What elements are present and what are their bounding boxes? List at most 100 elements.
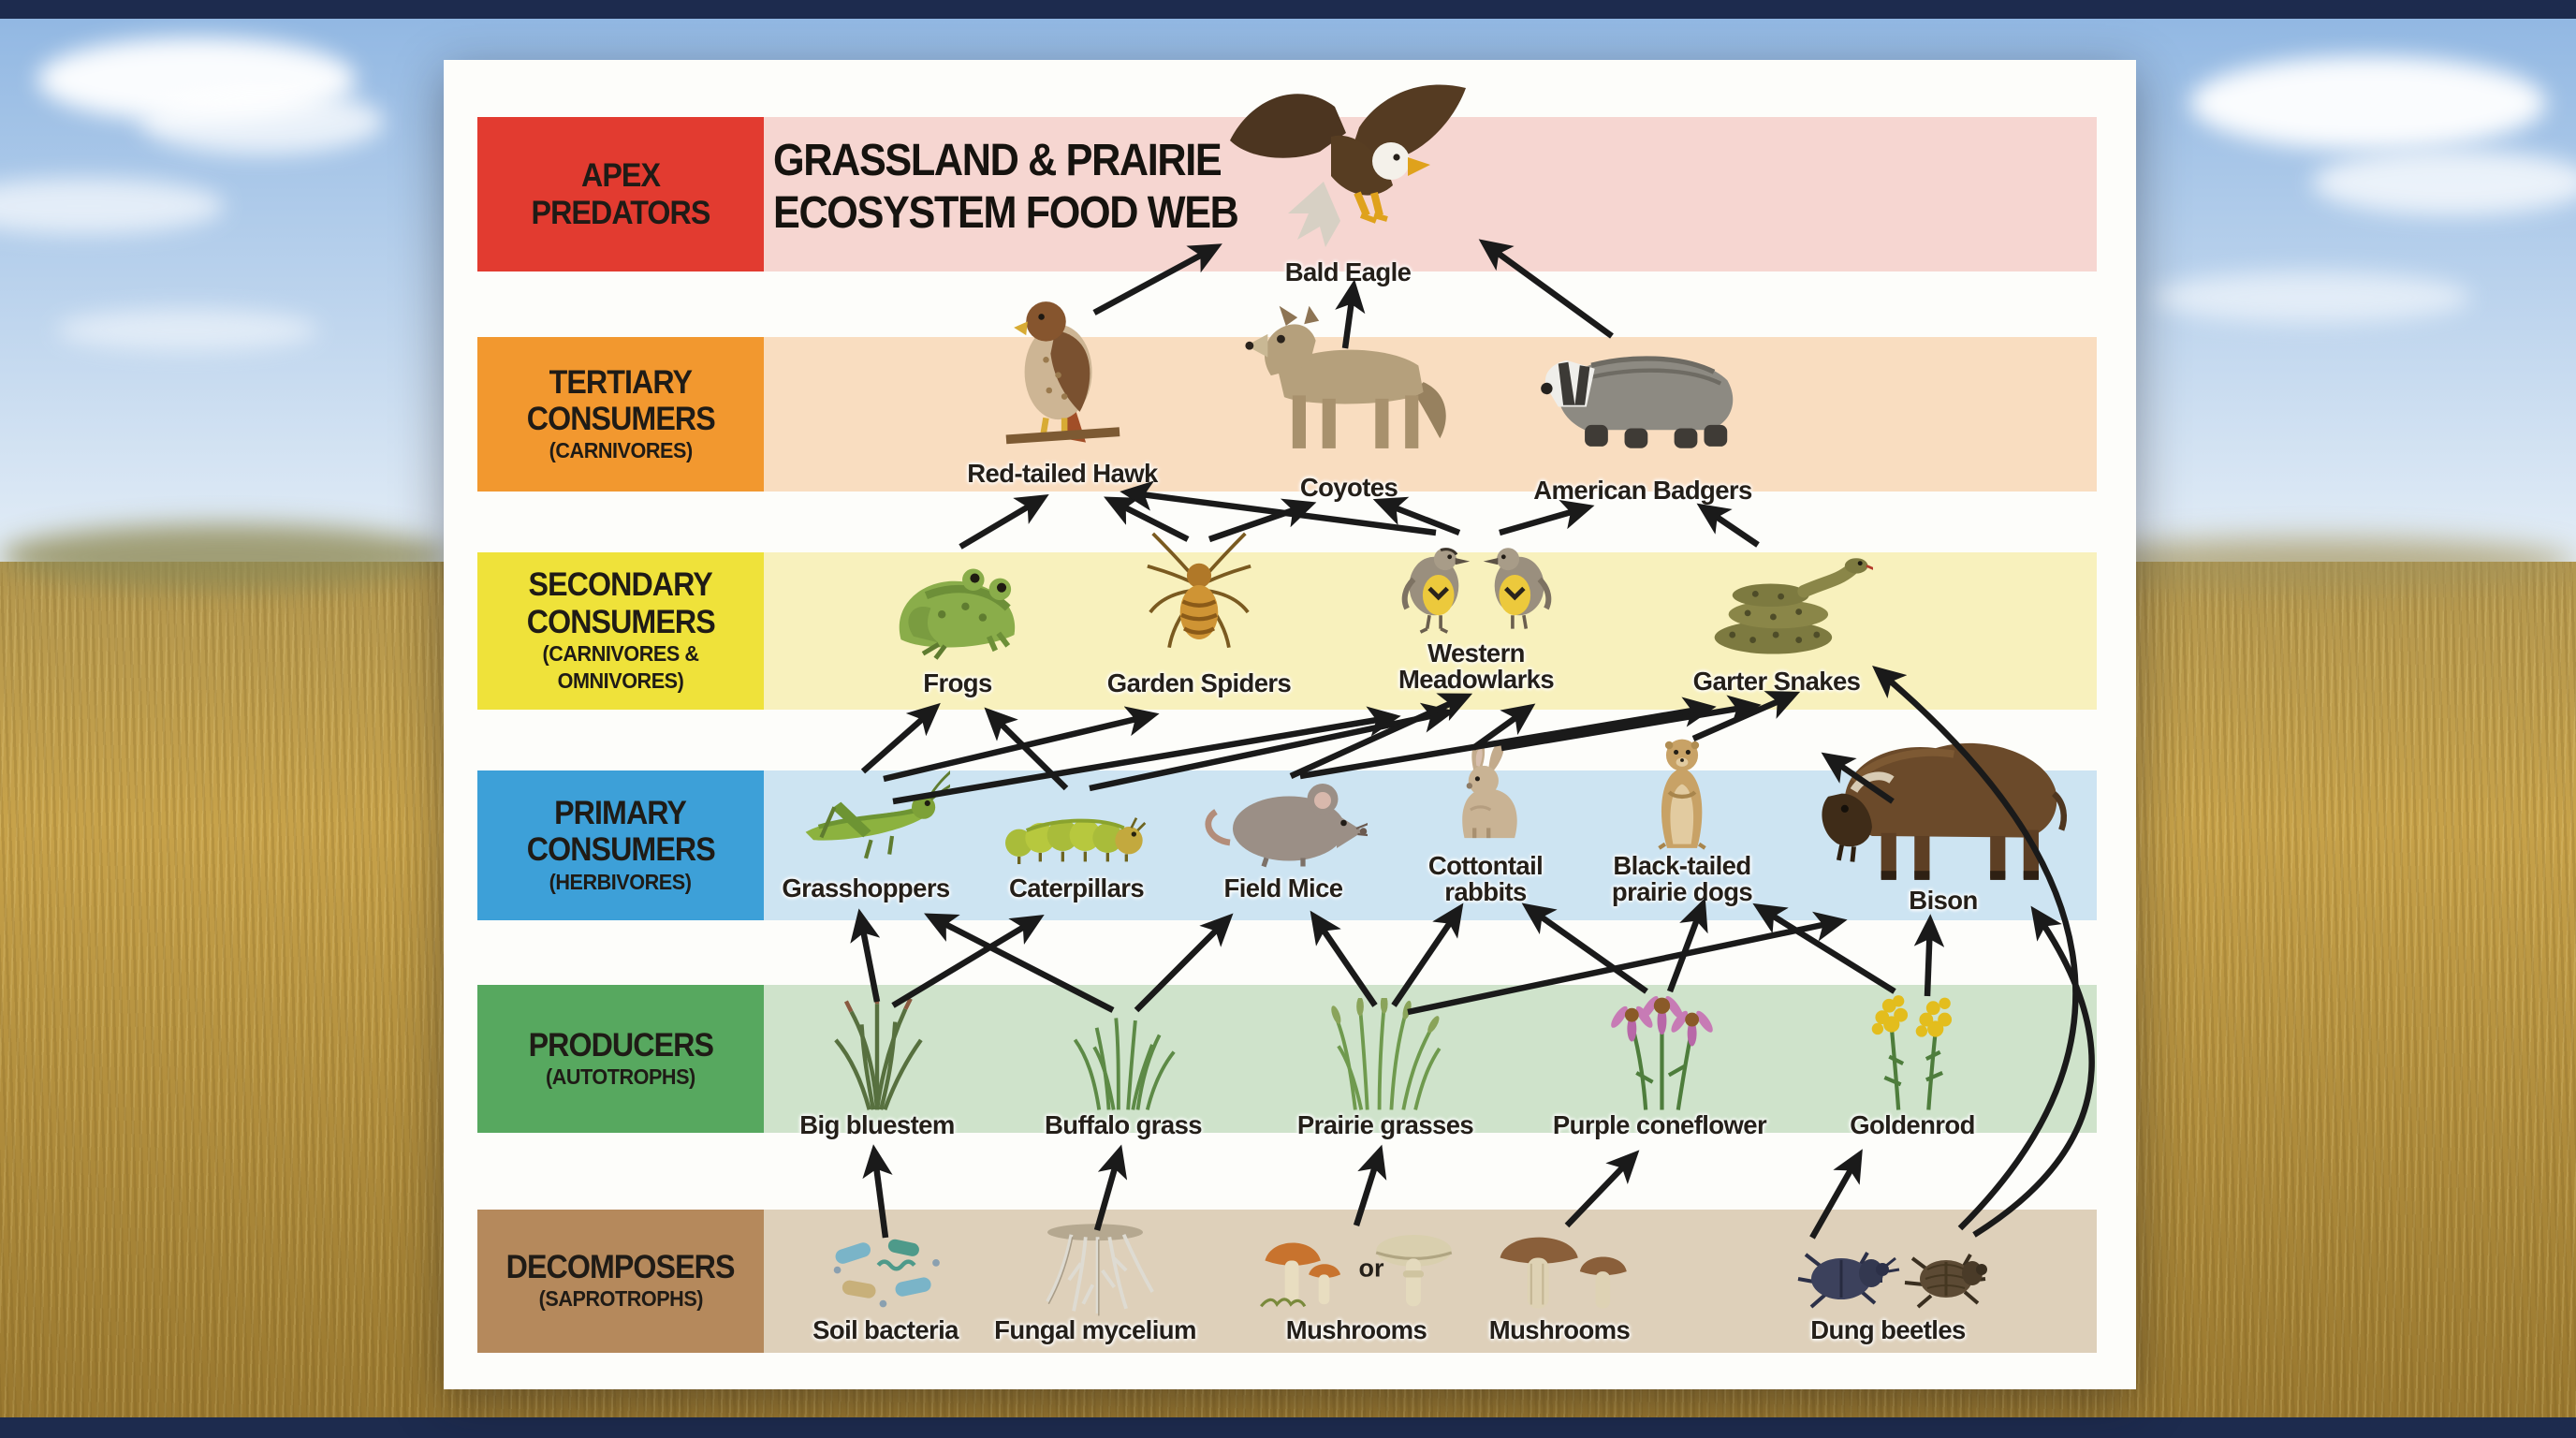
trophic-label-line: PRIMARY xyxy=(554,795,688,832)
organism-american-badgers: American Badgers xyxy=(1533,324,1752,504)
arrow-western-meadowlarks-to-american-badgers xyxy=(1499,499,1595,536)
organism-goldenrod: Goldenrod xyxy=(1834,985,1991,1138)
title-line-2: ECOSYSTEM FOOD WEB xyxy=(773,188,1239,239)
organism-dung-beetles: Dung beetles xyxy=(1771,1234,2005,1343)
organism-label: Prairie grasses xyxy=(1296,1110,1474,1139)
organism-label: Bison xyxy=(1909,886,1978,915)
arrow-frogs-to-red-tailed-hawk xyxy=(959,494,1049,550)
organism-label: Goldenrod xyxy=(1850,1110,1975,1139)
coyote-icon xyxy=(1245,305,1446,448)
arrow-grasshoppers-to-frogs xyxy=(860,702,941,774)
mouse-icon xyxy=(1199,770,1368,868)
organism-bald-eagle: Bald Eagle xyxy=(1226,77,1470,286)
trophic-label-producers: PRODUCERS(AUTOTROPHS) xyxy=(477,985,764,1133)
organism-mushrooms-1: Mushrooms xyxy=(1257,1219,1456,1343)
snake-icon xyxy=(1681,550,1873,659)
beetles-icon xyxy=(1771,1234,2005,1318)
organism-prairie-dogs: Black-tailed prairie dogs xyxy=(1612,730,1753,905)
badger-icon xyxy=(1535,324,1750,453)
trophic-label-line: (CARNIVORES) xyxy=(549,438,693,462)
coneflower-icon xyxy=(1581,985,1738,1112)
organism-purple-coneflower: Purple coneflower xyxy=(1553,985,1767,1138)
organism-label: Bald Eagle xyxy=(1284,257,1412,286)
mushrooms-a-icon xyxy=(1259,1233,1454,1308)
grasshopper-icon xyxy=(782,764,950,869)
organism-garden-spiders: Garden Spiders xyxy=(1107,531,1292,697)
trophic-label-line: DECOMPOSERS xyxy=(506,1249,736,1286)
organism-cottontail-rabbits: Cottontail rabbits xyxy=(1426,740,1545,905)
organism-garter-snakes: Garter Snakes xyxy=(1681,550,1873,695)
trophic-label-line: (AUTOTROPHS) xyxy=(546,1064,695,1089)
trophic-label-line: TERTIARY xyxy=(549,363,693,401)
organism-label: Cottontail rabbits xyxy=(1427,851,1544,907)
organism-bison: Bison xyxy=(1803,721,2084,914)
organism-label: Buffalo grass xyxy=(1045,1110,1203,1139)
organism-western-meadowlarks: Western Meadowlarks xyxy=(1381,530,1573,693)
organism-label: Coyotes xyxy=(1299,473,1398,502)
organism-label: Mushrooms xyxy=(1488,1315,1631,1344)
horizon-hills xyxy=(2052,538,2576,590)
meadowlark-icon xyxy=(1381,530,1573,637)
organism-label: Frogs xyxy=(923,668,992,697)
organism-label: Black-tailed prairie dogs xyxy=(1611,851,1753,907)
organism-label: Garden Spiders xyxy=(1106,668,1292,697)
prairie-dog-icon xyxy=(1632,730,1733,850)
organism-label: Dung beetles xyxy=(1810,1315,1966,1344)
arrow-western-meadowlarks-to-coyotes xyxy=(1372,496,1461,536)
grass-buffalo-icon xyxy=(1045,1004,1202,1112)
organism-field-mice: Field Mice xyxy=(1199,770,1368,902)
organism-label: Fungal mycelium xyxy=(994,1315,1196,1344)
organism-mushrooms-2: Mushrooms xyxy=(1481,1221,1638,1343)
organism-label: Caterpillars xyxy=(1008,873,1145,902)
trophic-label-line: CONSUMERS xyxy=(526,603,715,640)
trophic-label-line: APEX PREDATORS xyxy=(531,157,711,231)
title-line-1: GRASSLAND & PRAIRIE xyxy=(773,136,1222,185)
cloud xyxy=(2190,56,2546,150)
organism-label: Purple coneflower xyxy=(1552,1110,1767,1139)
organism-coyotes: Coyotes xyxy=(1241,305,1456,501)
mycelium-icon xyxy=(1006,1223,1184,1318)
organism-frogs: Frogs xyxy=(879,545,1036,697)
grass-bluestem-icon xyxy=(798,996,956,1112)
cloud xyxy=(140,89,384,154)
mushrooms-b-icon xyxy=(1499,1236,1628,1310)
horizon-hills xyxy=(0,524,449,590)
spider-icon xyxy=(1136,531,1262,667)
caterpillar-icon xyxy=(1002,785,1151,868)
trophic-label-line: (CARNIVORES & OMNIVORES) xyxy=(542,640,699,694)
frog-icon xyxy=(879,545,1036,665)
goldenrod-icon xyxy=(1834,985,1991,1112)
mushrooms-or-label: or xyxy=(1358,1254,1384,1283)
trophic-label-line: CONSUMERS xyxy=(526,831,715,869)
organism-buffalo-grass: Buffalo grass xyxy=(1045,1004,1203,1138)
cloud xyxy=(56,309,318,351)
bacteria-icon xyxy=(815,1234,956,1318)
trophic-label-line: CONSUMERS xyxy=(526,400,715,437)
trophic-label-line: (SAPROTROPHS) xyxy=(538,1286,703,1312)
grass-prairie-icon xyxy=(1301,998,1470,1112)
organism-label: Red-tailed Hawk xyxy=(967,459,1158,488)
trophic-label-decomposers: DECOMPOSERS(SAPROTROPHS) xyxy=(477,1210,764,1353)
organism-soil-bacteria: Soil bacteria xyxy=(812,1234,959,1343)
organism-red-tailed-hawk: Red-tailed Hawk xyxy=(967,289,1158,487)
trophic-label-line: SECONDARY xyxy=(528,566,713,604)
rabbit-icon xyxy=(1426,740,1545,850)
trophic-label-apex: APEX PREDATORS xyxy=(477,117,764,271)
organism-grasshoppers: Grasshoppers xyxy=(782,764,950,902)
photo-top-border xyxy=(0,0,2576,19)
organism-label: Mushrooms xyxy=(1285,1315,1427,1344)
cloud xyxy=(0,178,225,234)
organism-label: American Badgers xyxy=(1533,476,1752,505)
eagle-icon xyxy=(1226,77,1470,255)
trophic-label-line: (HERBIVORES) xyxy=(549,869,692,894)
organism-label: Big bluestem xyxy=(799,1110,955,1139)
arrow-garter-snakes-to-american-badgers xyxy=(1696,503,1760,548)
organism-label: Field Mice xyxy=(1223,873,1344,902)
organism-caterpillars: Caterpillars xyxy=(1002,785,1151,902)
bison-icon xyxy=(1803,721,2084,888)
organism-label: Garter Snakes xyxy=(1692,667,1861,696)
